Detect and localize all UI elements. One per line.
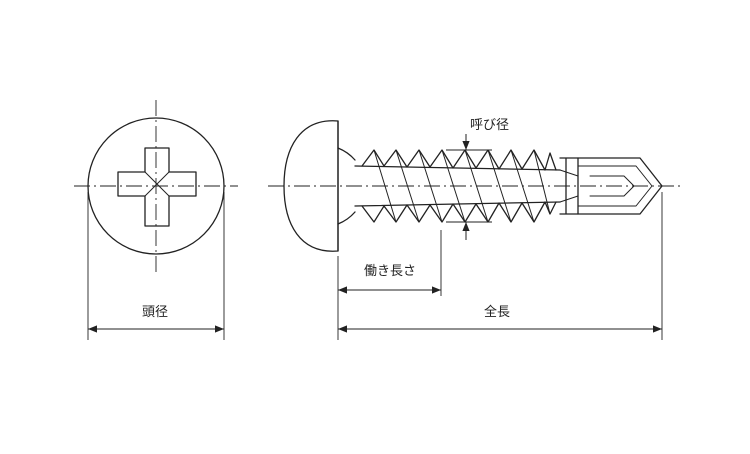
phillips-recess bbox=[117, 147, 197, 227]
thread-length-label: 働き長さ bbox=[362, 264, 419, 280]
drill-cut bbox=[559, 169, 579, 203]
pan-head bbox=[283, 120, 339, 252]
recess-inner-diagonals bbox=[144, 171, 170, 197]
nominal-diameter-label: 呼び径 bbox=[470, 118, 510, 133]
total-length-label: 全長 bbox=[482, 305, 513, 321]
screw-neck bbox=[337, 147, 356, 225]
thread-root-lines bbox=[354, 165, 561, 207]
head-diameter-label: 頭径 bbox=[140, 305, 171, 321]
